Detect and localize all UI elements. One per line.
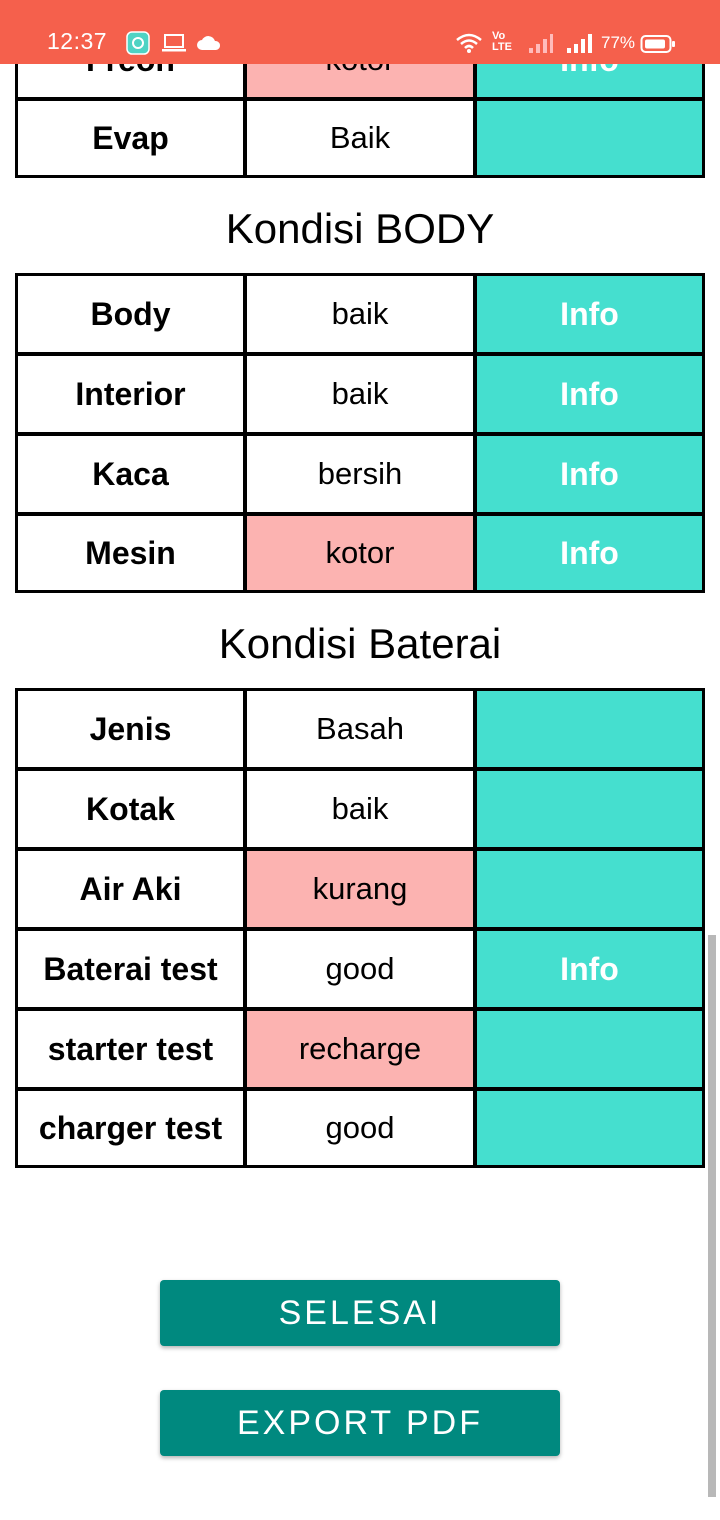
row-value-air-aki: kurang <box>244 848 476 930</box>
row-name-mesin: Mesin <box>15 513 246 593</box>
row-value-mesin: kotor <box>244 513 476 593</box>
row-name-starter-test: starter test <box>15 1008 246 1090</box>
info-button-kaca[interactable]: Info <box>474 433 705 515</box>
row-name-kotak: Kotak <box>15 768 246 850</box>
row-value-body: baik <box>244 273 476 355</box>
battery-percent: 77% <box>601 33 636 52</box>
row-name-air-aki: Air Aki <box>15 848 246 930</box>
row-name-interior: Interior <box>15 353 246 435</box>
export-pdf-button[interactable]: EXPORT PDF <box>160 1390 560 1456</box>
row-value-jenis: Basah <box>244 688 476 770</box>
laptop-icon <box>161 33 187 58</box>
info-cell-charger-test <box>474 1088 705 1168</box>
status-time: 12:37 <box>47 28 108 54</box>
row-name-body: Body <box>15 273 246 355</box>
row-value-interior: baik <box>244 353 476 435</box>
app-notification-icon <box>126 31 150 60</box>
wifi-icon <box>455 32 483 59</box>
info-button-baterai-test[interactable]: Info <box>474 928 705 1010</box>
info-cell-jenis <box>474 688 705 770</box>
row-value-kaca: bersih <box>244 433 476 515</box>
battery-icon <box>640 34 676 59</box>
info-button-mesin[interactable]: Info <box>474 513 705 593</box>
row-value-evap: Baik <box>244 98 476 178</box>
info-cell-starter-test <box>474 1008 705 1090</box>
info-cell-kotak <box>474 768 705 850</box>
cloud-icon <box>196 34 222 57</box>
row-name-evap: Evap <box>15 98 246 178</box>
finish-button[interactable]: SELESAI <box>160 1280 560 1346</box>
section-title-battery: Kondisi Baterai <box>218 620 502 667</box>
info-cell-evap <box>474 98 705 178</box>
signal-weak-icon <box>528 32 554 59</box>
scrollbar[interactable] <box>708 935 716 1497</box>
row-name-baterai-test: Baterai test <box>15 928 246 1010</box>
signal-icon <box>566 32 594 59</box>
row-value-charger-test: good <box>244 1088 476 1168</box>
row-name-charger-test: charger test <box>15 1088 246 1168</box>
info-cell-air-aki <box>474 848 705 930</box>
info-button-body[interactable]: Info <box>474 273 705 355</box>
row-value-baterai-test: good <box>244 928 476 1010</box>
row-name-kaca: Kaca <box>15 433 246 515</box>
row-value-kotak: baik <box>244 768 476 850</box>
info-button-interior[interactable]: Info <box>474 353 705 435</box>
section-title-body: Kondisi BODY <box>225 205 495 252</box>
row-name-jenis: Jenis <box>15 688 246 770</box>
row-value-starter-test: recharge <box>244 1008 476 1090</box>
